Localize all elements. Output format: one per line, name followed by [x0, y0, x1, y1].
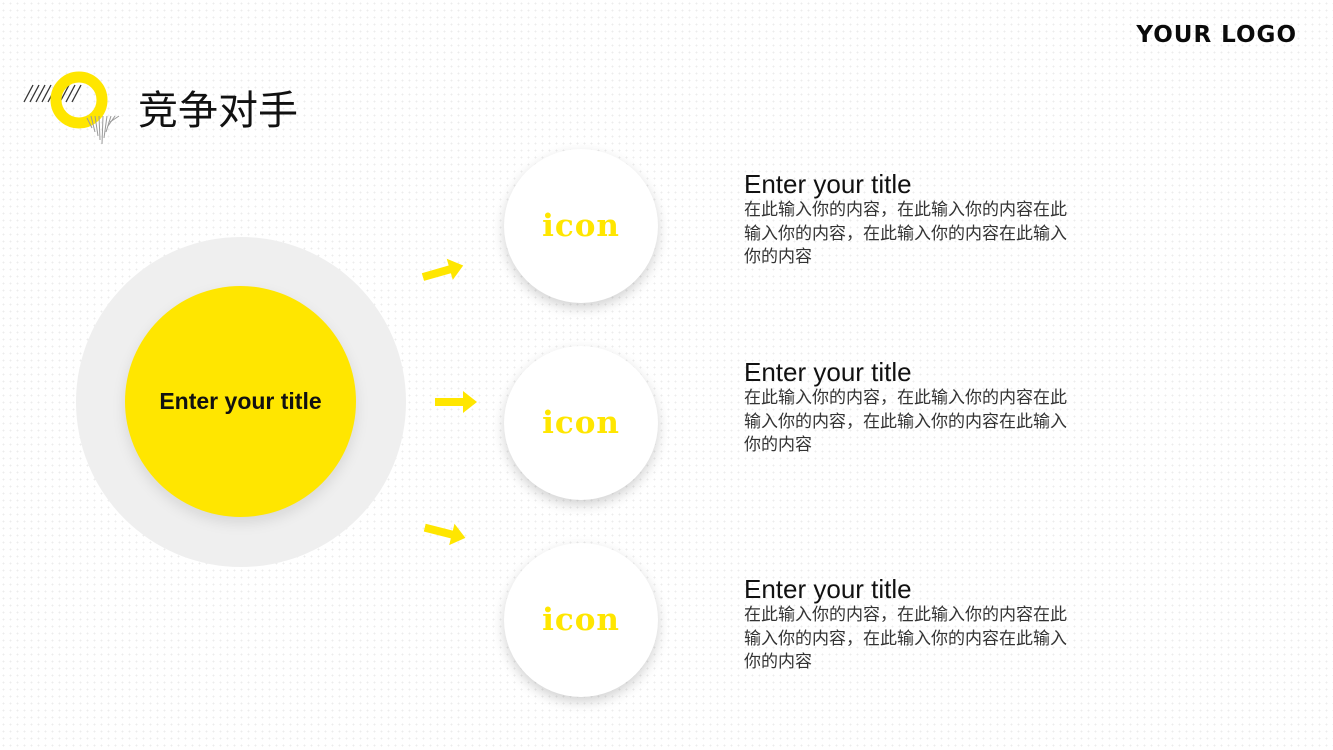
item-icon-placeholder: icon	[542, 602, 620, 638]
item-text-block: Enter your title 在此输入你的内容，在此输入你的内容在此输入你的…	[744, 169, 1104, 270]
item-icon-circle: icon	[504, 149, 658, 303]
item-icon-circle: icon	[504, 346, 658, 500]
item-body: 在此输入你的内容，在此输入你的内容在此输入你的内容，在此输入你的内容在此输入你的…	[744, 605, 1067, 672]
item-icon-circle: icon	[504, 543, 658, 697]
title-decoration-icon	[23, 71, 120, 145]
item-title: Enter your title	[744, 574, 912, 604]
arrow-right-icon	[435, 391, 477, 413]
item-text-block: Enter your title 在此输入你的内容，在此输入你的内容在此输入你的…	[744, 574, 1104, 675]
center-circle: Enter your title	[125, 286, 356, 517]
arrow-right-icon	[423, 523, 466, 546]
item-title: Enter your title	[744, 357, 912, 387]
arrow-right-icon	[421, 258, 464, 281]
center-title: Enter your title	[159, 388, 322, 414]
item-title: Enter your title	[744, 169, 912, 199]
item-icon-placeholder: icon	[542, 208, 620, 244]
page-title: 竞争对手	[138, 88, 298, 134]
logo-text: YOUR LOGO	[1136, 22, 1297, 48]
item-body: 在此输入你的内容，在此输入你的内容在此输入你的内容，在此输入你的内容在此输入你的…	[744, 388, 1067, 455]
item-icon-placeholder: icon	[542, 405, 620, 441]
item-text-block: Enter your title 在此输入你的内容，在此输入你的内容在此输入你的…	[744, 357, 1104, 458]
item-body: 在此输入你的内容，在此输入你的内容在此输入你的内容，在此输入你的内容在此输入你的…	[744, 200, 1067, 267]
